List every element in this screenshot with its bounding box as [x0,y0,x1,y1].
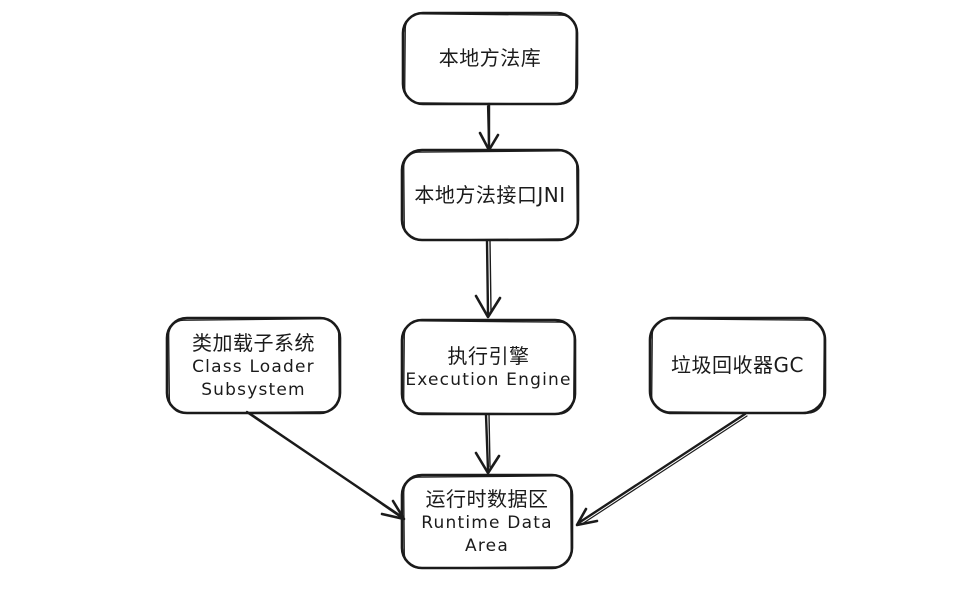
arrowhead [474,451,501,475]
node-class-loader-subsystem[interactable]: 类加载子系统 Class Loader Subsystem [167,318,340,413]
box-garbage-collector[interactable] [648,316,827,415]
node-runtime-data-area[interactable]: 运行时数据区 Runtime Data Area [402,475,572,568]
node-label-line: 本地方法接口JNI [414,182,566,207]
arrow-execution-engine-to-runtime[interactable] [474,413,501,475]
box-class-loader-subsystem[interactable] [165,316,342,415]
node-label-line: 垃圾回收器GC [671,353,804,378]
box-outline-echo [403,150,578,241]
node-execution-engine[interactable]: 执行引擎 Execution Engine [402,320,575,414]
arrowhead [380,499,406,521]
box-native-method-library[interactable] [401,11,579,106]
node-native-method-library[interactable]: 本地方法库 [403,13,577,104]
node-garbage-collector[interactable]: 垃圾回收器GC [650,318,825,413]
box-outline-echo [403,475,572,569]
arrow-gc-to-runtime[interactable] [575,412,748,527]
arrowhead [575,507,599,527]
box-outline-echo [651,318,825,414]
arrow-shaft-echo [581,415,748,525]
arrow-shaft [484,413,490,472]
arrow-shaft [578,412,747,524]
node-label-line: 类加载子系统 [192,330,315,355]
node-label-line: Area [465,535,509,556]
arrow-class-loader-to-runtime[interactable] [245,410,406,521]
arrow-shaft-echo [249,412,404,520]
node-label-line: 执行引擎 [447,343,530,368]
arrow-shaft-echo [488,413,491,468]
node-label-line: 本地方法库 [438,46,542,71]
node-label-line: Subsystem [201,379,306,400]
arrow-library-to-jni[interactable] [478,102,500,152]
box-outline-echo [168,318,340,414]
box-runtime-data-area[interactable] [400,473,574,570]
node-label-line: Runtime Data [421,513,553,534]
node-label-line: Class Loader [192,357,315,378]
arrow-shaft-echo [489,240,492,312]
node-native-method-interface[interactable]: 本地方法接口JNI [402,150,578,240]
arrow-jni-to-execution-engine[interactable] [474,239,502,319]
arrowhead [478,131,500,152]
node-label-line: Execution Engine [405,369,572,390]
arrow-shaft-echo [486,105,490,147]
arrow-shaft [485,239,490,316]
arrowhead [474,294,502,319]
node-label-line: 运行时数据区 [425,486,549,511]
box-outline-echo [404,13,577,105]
